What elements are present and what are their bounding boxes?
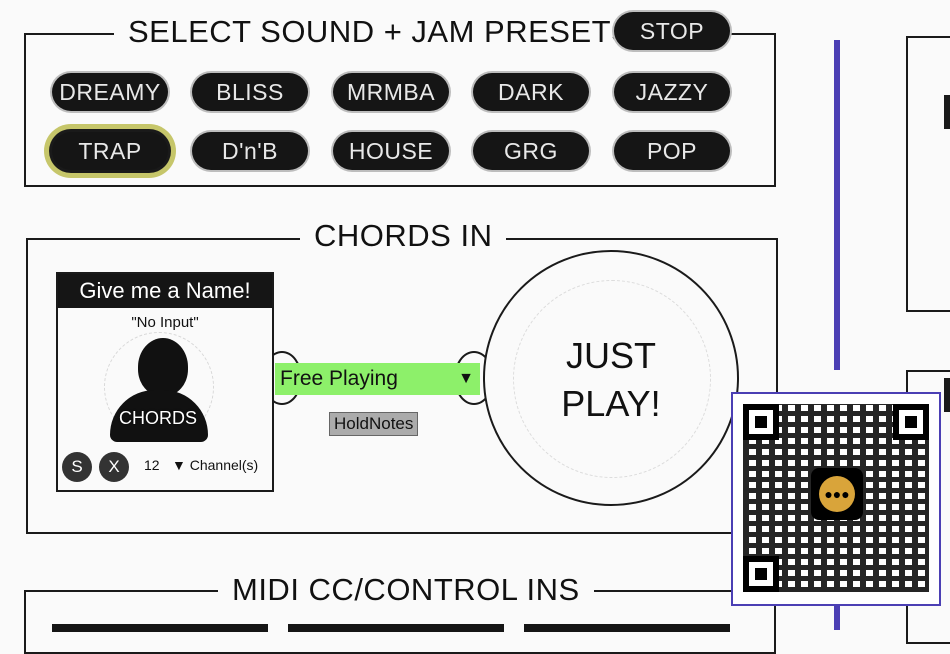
right-panel-block bbox=[944, 95, 950, 129]
chevron-down-icon: ▼ bbox=[458, 370, 474, 387]
just-play-line1: JUST bbox=[566, 335, 656, 376]
input-status: "No Input" bbox=[131, 314, 199, 331]
preset-dnb-button[interactable]: D'n'B bbox=[192, 132, 308, 170]
preset-bliss-button[interactable]: BLISS bbox=[192, 73, 308, 111]
midi-slot-3[interactable] bbox=[524, 624, 730, 632]
right-panel-block-lower bbox=[944, 378, 950, 412]
midi-cc-title: MIDI CC/CONTROL INS bbox=[218, 572, 594, 608]
play-mode-dropdown[interactable]: Free Playing ▼ bbox=[275, 363, 480, 395]
just-play-line2: PLAY! bbox=[561, 383, 661, 424]
preset-pop-button[interactable]: POP bbox=[614, 132, 730, 170]
mute-button[interactable]: X bbox=[99, 452, 129, 482]
preset-house-button[interactable]: HOUSE bbox=[333, 132, 449, 170]
just-play-inner-ring bbox=[513, 280, 711, 478]
avatar-label: CHORDS bbox=[118, 408, 197, 428]
hold-notes-button[interactable]: HoldNotes bbox=[329, 412, 419, 436]
qr-finder-bottom-left bbox=[743, 556, 779, 592]
chord-input-card[interactable]: Give me a Name! "No Input" CHORDS S X 12… bbox=[56, 272, 274, 492]
preset-dark-button[interactable]: DARK bbox=[473, 73, 589, 111]
divider-line bbox=[834, 40, 840, 370]
stop-button[interactable]: STOP bbox=[614, 12, 730, 50]
right-panel bbox=[906, 36, 950, 312]
play-mode-value: Free Playing bbox=[280, 367, 398, 390]
midi-slot-2[interactable] bbox=[288, 624, 504, 632]
channel-dropdown[interactable]: ▼ Channel(s) bbox=[172, 457, 259, 473]
preset-jazzy-button[interactable]: JAZZY bbox=[614, 73, 730, 111]
midi-slot-1[interactable] bbox=[52, 624, 268, 632]
logo-coin: ●●● bbox=[819, 476, 855, 512]
solo-button[interactable]: S bbox=[62, 452, 92, 482]
preset-trap-button[interactable]: TRAP bbox=[52, 132, 168, 170]
presets-title: SELECT SOUND + JAM PRESETS bbox=[114, 14, 647, 50]
group-logo-icon: ●●● bbox=[811, 468, 863, 520]
preset-mrmba-button[interactable]: MRMBA bbox=[333, 73, 449, 111]
chords-in-title: CHORDS IN bbox=[300, 218, 507, 254]
qr-code[interactable]: ●●● bbox=[731, 392, 941, 606]
input-name[interactable]: Give me a Name! bbox=[58, 274, 272, 308]
just-play-button[interactable]: JUST PLAY! bbox=[483, 250, 739, 506]
person-silhouette-icon bbox=[138, 338, 188, 396]
channel-count[interactable]: 12 bbox=[144, 457, 160, 473]
qr-finder-top-left bbox=[743, 404, 779, 440]
qr-finder-top-right bbox=[893, 404, 929, 440]
divider-line-lower bbox=[834, 600, 840, 630]
preset-grg-button[interactable]: GRG bbox=[473, 132, 589, 170]
preset-dreamy-button[interactable]: DREAMY bbox=[52, 73, 168, 111]
just-play-label: JUST PLAY! bbox=[485, 332, 737, 428]
